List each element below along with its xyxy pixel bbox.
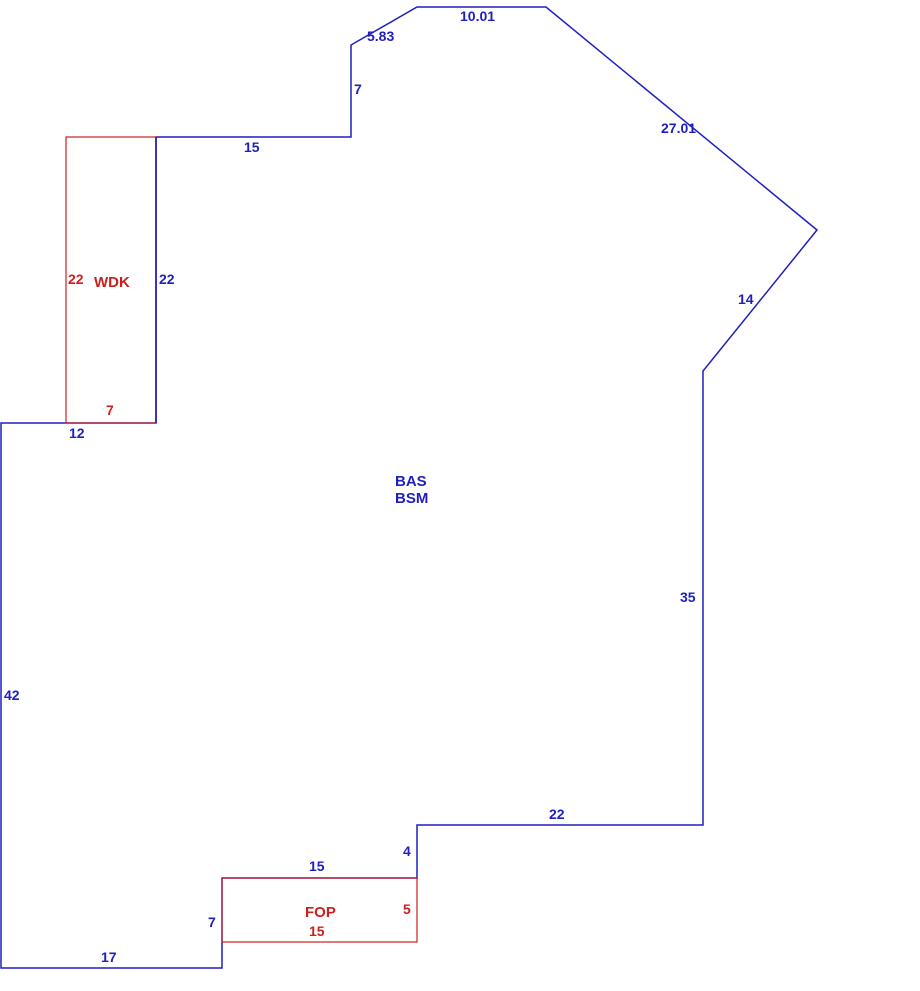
dim-top-diag-short: 5.83	[367, 28, 394, 44]
main-area-label-bsm: BSM	[395, 490, 428, 507]
dim-porch-bottom: 15	[309, 923, 325, 939]
dim-diag-lower-right: 14	[738, 291, 754, 307]
dim-deck-side: 22	[68, 271, 84, 287]
dim-diag-right: 27.01	[661, 120, 696, 136]
dim-left-upper: 22	[159, 271, 175, 287]
dim-left: 42	[4, 687, 20, 703]
dim-porch-top: 15	[309, 858, 325, 874]
porch-area-label: FOP	[305, 904, 336, 921]
dim-porch-side: 7	[208, 914, 216, 930]
main-area-label-bas: BAS	[395, 473, 427, 490]
dim-notch: 4	[403, 843, 411, 859]
dim-porch-right: 5	[403, 901, 411, 917]
deck-area-label: WDK	[94, 274, 130, 291]
dim-step-up: 7	[354, 81, 362, 97]
dim-right: 35	[680, 589, 696, 605]
dim-top-left: 15	[244, 139, 260, 155]
dim-top: 10.01	[460, 8, 495, 24]
dim-bottom: 17	[101, 949, 117, 965]
dim-deck-bottom: 7	[106, 402, 114, 418]
dim-bottom-right: 22	[549, 806, 565, 822]
dim-left-ledge: 12	[69, 425, 85, 441]
porch-outline	[221, 877, 418, 943]
